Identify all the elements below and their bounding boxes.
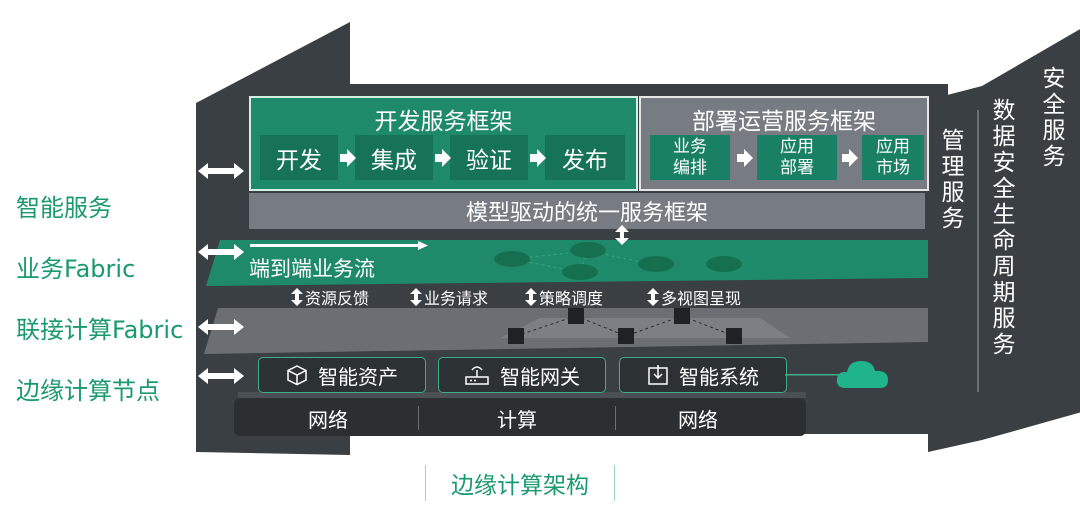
label-intelligent-service: 智能服务 [16,194,112,222]
arrow-right-icon [435,149,451,167]
router-icon [465,366,489,385]
arrow-right-icon [842,149,858,167]
label-connected-compute-fabric: 联接计算Fabric [16,316,184,344]
connector-line [785,374,845,376]
compute-chip-network [500,308,790,344]
bottom-item-compute: 计算 [497,407,537,432]
dev-framework-title: 开发服务框架 [374,109,513,135]
double-arrow-icon [198,163,244,179]
dev-step-publish: 发布 [545,135,625,180]
label-business-fabric: 业务Fabric [16,255,136,283]
security-service-label: 安全服务 [1042,66,1066,170]
divider [418,406,419,430]
edge-item-label: 智能网关 [500,364,580,389]
diagram-caption: 边缘计算架构 [425,465,615,501]
double-arrow-icon [198,244,244,260]
double-arrow-icon [198,368,244,384]
cube-icon [287,365,307,386]
bottom-item-network-2: 网络 [678,407,718,432]
business-flow-label: 端到端业务流 [249,257,375,281]
edge-item-label: 智能系统 [679,364,759,389]
edge-item-smart-gateway: 智能网关 [438,357,606,393]
dev-step-verify: 验证 [450,135,528,180]
arrow-right-icon [340,149,356,167]
flow-arrow-icon [250,241,428,250]
ops-step-deploy: 应用 部署 [757,135,837,180]
up-down-arrow-icon [647,288,659,306]
ops-step-market: 应用 市场 [862,135,924,180]
ops-framework-title: 部署运营服务框架 [692,109,876,135]
interface-policy-scheduling: 策略调度 [539,289,604,308]
ops-step-orchestrate: 业务 编排 [650,135,730,180]
edge-item-label: 智能资产 [318,364,398,389]
arrow-right-icon [737,149,753,167]
download-box-icon [648,365,668,385]
interface-resource-feedback: 资源反馈 [305,289,370,308]
cloud-icon [836,361,888,388]
dev-step-develop: 开发 [260,135,338,180]
label-edge-node: 边缘计算节点 [16,377,160,405]
arrow-right-icon [530,149,546,167]
up-down-arrow-icon [615,225,629,245]
divider [615,406,616,430]
data-security-lifecycle-label: 数据安全生命周期服务 [992,98,1016,358]
model-framework-bar: 模型驱动的统一服务框架 [249,193,925,229]
management-service-label: 管理服务 [941,128,965,232]
edge-item-smart-system: 智能系统 [619,357,787,393]
business-flow-network [494,242,742,280]
double-arrow-icon [198,319,244,335]
up-down-arrow-icon [410,288,422,306]
up-down-arrow-icon [525,288,537,306]
bottom-item-network: 网络 [308,407,348,432]
edge-item-smart-asset: 智能资产 [258,357,426,393]
dev-step-integrate: 集成 [355,135,433,180]
interface-multi-view: 多视图呈现 [661,289,742,308]
interface-business-request: 业务请求 [424,289,489,308]
up-down-arrow-icon [291,288,303,306]
